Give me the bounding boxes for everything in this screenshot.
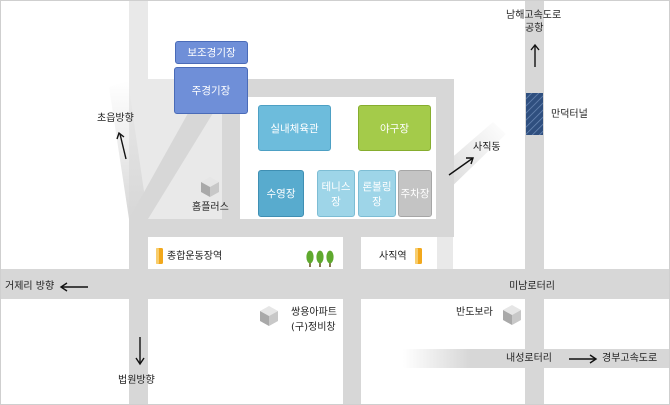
road-center-vertical bbox=[343, 237, 361, 404]
road-diagonal-sajik bbox=[441, 122, 506, 197]
ssangyong-apt-label: 쌍용아파트 bbox=[291, 307, 337, 318]
block-south-center bbox=[148, 299, 343, 404]
road-top-loop bbox=[222, 79, 454, 97]
tennis-court[interactable]: 테니스장 bbox=[317, 170, 355, 217]
road-inner-horizontal bbox=[129, 219, 454, 237]
arrow-court bbox=[135, 337, 145, 366]
road-diagonal-stadium bbox=[129, 81, 229, 219]
road-main-horizontal bbox=[1, 269, 669, 299]
road-naeseong bbox=[403, 349, 669, 368]
homeplus-label: 홈플러스 bbox=[192, 202, 229, 213]
sajik-dong-label: 사직동 bbox=[473, 142, 501, 153]
airport-direction-label-line1: 남해고속도로 bbox=[506, 10, 562, 21]
gyeongbu-expressway-label: 경부고속도로 bbox=[602, 353, 658, 364]
sub-stadium[interactable]: 보조경기장 bbox=[175, 41, 248, 64]
arrow-geojeri bbox=[59, 282, 88, 292]
naeseong-rotary-label: 내성로터리 bbox=[506, 353, 552, 364]
road-loop-left bbox=[222, 79, 240, 237]
lawn-bowling[interactable]: 론볼링장 bbox=[358, 170, 396, 217]
swimming-pool[interactable]: 수영장 bbox=[258, 170, 304, 217]
gymnasium[interactable]: 실내체육관 bbox=[258, 105, 331, 151]
block-northwest bbox=[1, 1, 129, 269]
road-left-vertical bbox=[129, 219, 148, 404]
sajik-station-label: 사직역 bbox=[379, 251, 407, 262]
block-sajik-strip bbox=[361, 237, 437, 269]
trees-icon bbox=[306, 250, 334, 267]
minam-rotary-label: 미남로터리 bbox=[509, 281, 555, 292]
main-stadium[interactable]: 주경기장 bbox=[174, 67, 248, 114]
bandobora-label: 반도보라 bbox=[456, 307, 493, 318]
mandeok-tunnel-label: 만덕터널 bbox=[551, 109, 588, 120]
court-direction-label: 법원방향 bbox=[118, 375, 155, 386]
ssangyong-building-icon bbox=[260, 306, 278, 326]
arrow-gyeongbu bbox=[569, 354, 598, 364]
road-diagonal-choeup bbox=[109, 81, 148, 219]
arrow-sajik-dong bbox=[448, 157, 474, 176]
old-depot-label: (구)정비창 bbox=[291, 322, 336, 333]
mandeok-tunnel bbox=[526, 93, 543, 135]
road-loop-right bbox=[436, 79, 454, 237]
homeplus-building-icon bbox=[201, 177, 219, 197]
block-north bbox=[148, 1, 525, 79]
geojeri-direction-label: 거제리 방향 bbox=[5, 281, 55, 292]
sports-complex-station-icon bbox=[156, 248, 163, 264]
sports-complex-station-label: 종합운동장역 bbox=[167, 251, 223, 262]
block-east bbox=[544, 1, 669, 269]
arrow-choeup bbox=[116, 131, 127, 160]
airport-direction-label-line2: 공항 bbox=[525, 23, 544, 34]
sajik-station-icon bbox=[415, 248, 422, 264]
block-east-inner bbox=[453, 79, 525, 269]
arrow-airport bbox=[530, 43, 540, 67]
baseball-stadium[interactable]: 야구장 bbox=[358, 105, 431, 151]
bandobora-building-icon bbox=[503, 305, 521, 325]
choeup-direction-label: 초읍방향 bbox=[97, 113, 134, 124]
block-southwest bbox=[1, 299, 129, 404]
parking-lot[interactable]: 주차장 bbox=[398, 170, 432, 217]
